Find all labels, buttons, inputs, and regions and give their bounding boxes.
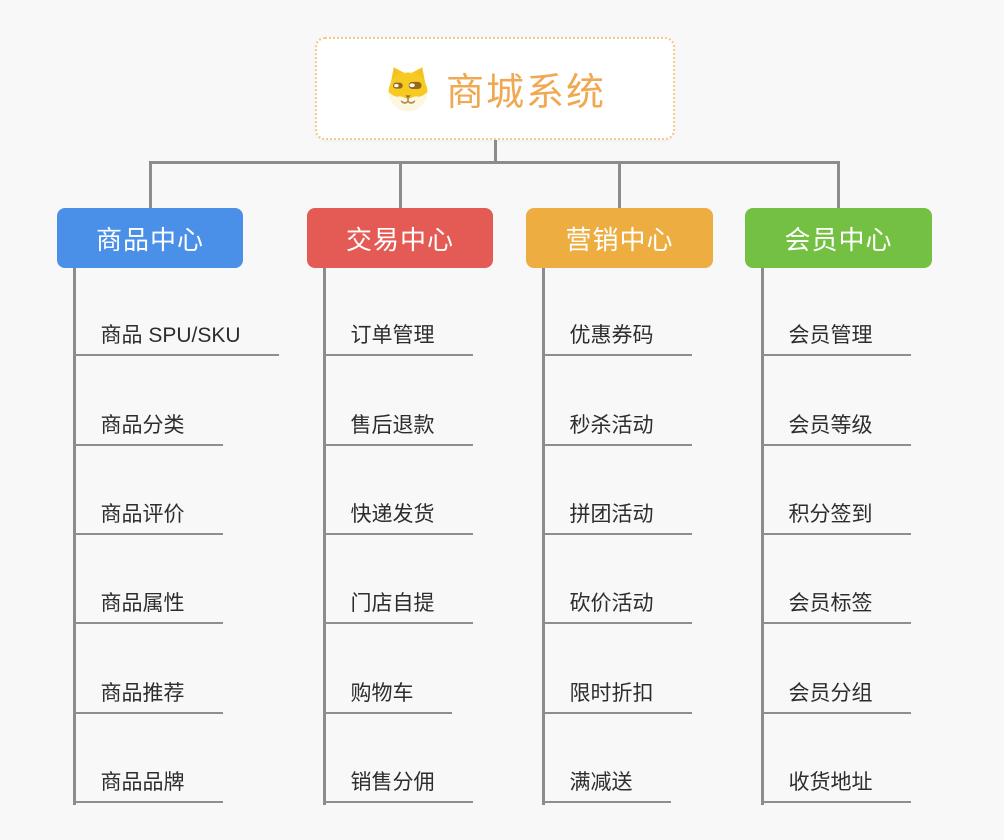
leaf-node[interactable]: 秒杀活动 (541, 411, 692, 446)
leaf-node[interactable]: 会员标签 (760, 589, 911, 624)
leaf-node[interactable]: 商品评价 (72, 500, 223, 535)
connector-branch-stub (148, 161, 152, 208)
branch-node-3[interactable]: 营销中心 (526, 208, 713, 268)
leaf-node[interactable]: 拼团活动 (541, 500, 692, 535)
connector-rail (148, 161, 840, 164)
leaf-node[interactable]: 会员管理 (760, 321, 911, 356)
leaf-node[interactable]: 优惠券码 (541, 321, 692, 356)
leaf-node[interactable]: 限时折扣 (541, 679, 692, 714)
leaf-node[interactable]: 会员等级 (760, 411, 911, 446)
leaf-node[interactable]: 商品分类 (72, 411, 223, 446)
leaf-node[interactable]: 收货地址 (760, 768, 911, 803)
branch-label: 会员中心 (784, 224, 893, 255)
leaf-node[interactable]: 满减送 (541, 768, 671, 803)
connector-root-stub (493, 140, 497, 164)
branch-node-2[interactable]: 交易中心 (307, 208, 493, 268)
leaf-node[interactable]: 会员分组 (760, 679, 911, 714)
leaf-node[interactable]: 商品品牌 (72, 768, 223, 803)
leaf-node[interactable]: 销售分佣 (322, 768, 473, 803)
connector-branch-stub (398, 161, 402, 208)
branch-label: 商品中心 (95, 224, 204, 255)
tree-spine (322, 268, 326, 805)
leaf-node[interactable]: 订单管理 (322, 321, 473, 356)
tree-spine (72, 268, 76, 805)
leaf-node[interactable]: 门店自提 (322, 589, 473, 624)
root-node[interactable]: 商城系统 (315, 37, 675, 140)
root-title: 商城系统 (445, 72, 606, 114)
leaf-node[interactable]: 商品推荐 (72, 679, 223, 714)
connector-branch-stub (837, 161, 840, 208)
branch-node-1[interactable]: 商品中心 (57, 208, 243, 268)
connector-branch-stub (618, 161, 621, 208)
leaf-node[interactable]: 快递发货 (322, 500, 473, 535)
leaf-node[interactable]: 商品属性 (72, 589, 223, 624)
leaf-node[interactable]: 购物车 (322, 679, 452, 714)
doge-face-icon (388, 66, 428, 111)
tree-spine (541, 268, 545, 805)
leaf-node[interactable]: 砍价活动 (541, 589, 692, 624)
leaf-node[interactable]: 售后退款 (322, 411, 473, 446)
leaf-node[interactable]: 商品 SPU/SKU (72, 321, 279, 356)
leaf-node[interactable]: 积分签到 (760, 500, 911, 535)
branch-node-4[interactable]: 会员中心 (745, 208, 932, 268)
tree-spine (760, 268, 764, 805)
branch-label: 营销中心 (565, 224, 674, 255)
branch-label: 交易中心 (345, 224, 454, 255)
